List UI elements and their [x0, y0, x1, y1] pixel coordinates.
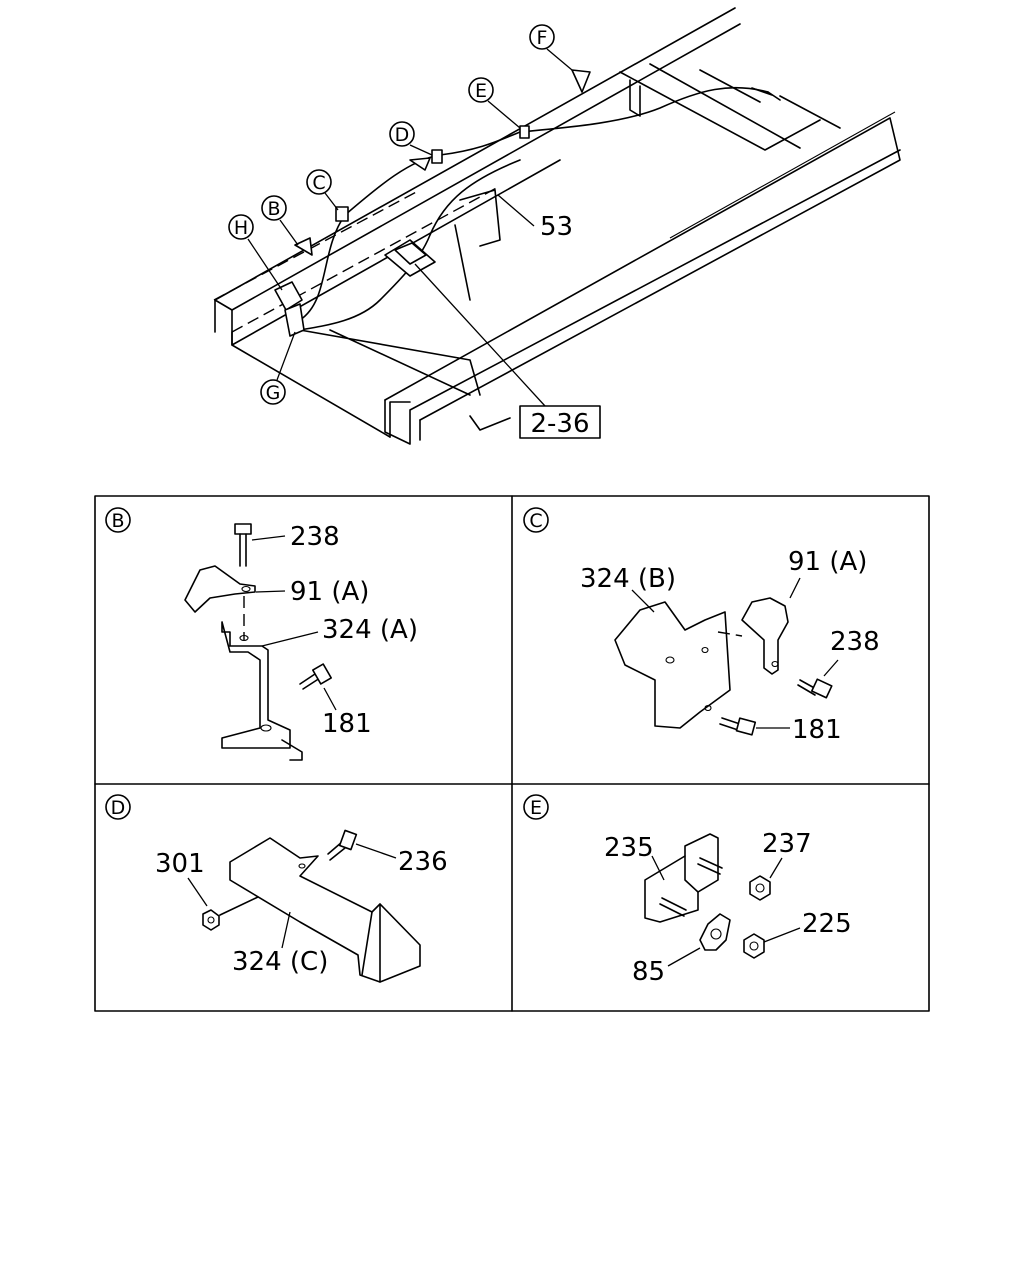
- ref-box-label: 2-36: [530, 409, 589, 439]
- bolt-238: [234, 523, 252, 535]
- panel-b-letter: B: [111, 510, 124, 532]
- panel-e-nut-label: 237: [762, 829, 812, 859]
- callout-circle-g: [260, 379, 286, 405]
- callout-circle-e: [468, 77, 494, 103]
- panel-c-clip-label: 91 (A): [788, 547, 867, 577]
- callout-circle-c: [306, 169, 332, 195]
- detail-grid: [94, 495, 930, 1012]
- panel-e: E 235 237 85 225: [523, 794, 852, 987]
- panel-c-bracket-label: 324 (B): [580, 564, 676, 594]
- panel-b-clip-label: 91 (A): [290, 577, 369, 607]
- panel-e-nut2-label: 225: [802, 909, 852, 939]
- callout-g: G: [266, 382, 281, 404]
- panel-b-bolt2-label: 181: [322, 709, 372, 739]
- panel-b-bolt-label: 238: [290, 522, 340, 552]
- panel-d: D 324 (C) 236 301: [105, 794, 448, 983]
- panel-d-nut-label: 301: [155, 849, 205, 879]
- callout-circle-f: [529, 24, 555, 50]
- panel-c-bolt-label: 238: [830, 627, 880, 657]
- panel-e-letter: E: [530, 797, 542, 819]
- callout-c: C: [312, 172, 325, 194]
- chassis-overview: [213, 7, 901, 445]
- callout-e: E: [475, 80, 487, 102]
- panel-c: C 324 (B) 91 (A) 238 181: [523, 507, 880, 745]
- panel-c-letter: C: [529, 510, 542, 532]
- callout-h: H: [234, 217, 248, 239]
- overview-callouts: F E D C B H G 53 2-36: [228, 24, 601, 439]
- panel-d-bracket-label: 324 (C): [232, 947, 328, 977]
- panel-e-clip-label: 85: [632, 957, 665, 987]
- callout-circle-h: [228, 214, 254, 240]
- part-53-label: 53: [540, 212, 573, 242]
- callout-d: D: [395, 124, 410, 146]
- panel-b: B 238 91 (A) 324 (A) 181: [105, 507, 418, 761]
- panel-c-bolt2-label: 181: [792, 715, 842, 745]
- panel-e-plate-label: 235: [604, 833, 654, 863]
- ref-box: [519, 405, 601, 439]
- callout-circle-d: [389, 121, 415, 147]
- panel-d-letter: D: [111, 797, 126, 819]
- panel-b-bracket-label: 324 (A): [322, 615, 418, 645]
- callout-f: F: [537, 27, 548, 49]
- panel-d-bolt-label: 236: [398, 847, 448, 877]
- callout-circle-b: [261, 195, 287, 221]
- callout-b: B: [267, 198, 280, 220]
